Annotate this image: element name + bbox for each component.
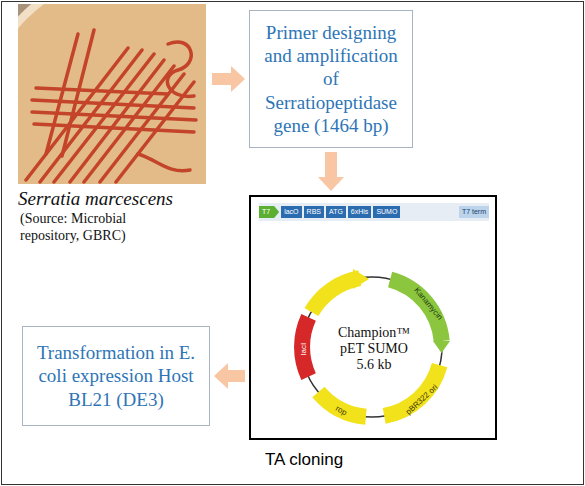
arc-head [433, 341, 450, 353]
species-name: Serratia marcescens [18, 188, 173, 211]
plasmid-feature-label: rop [334, 405, 348, 417]
vector-map [249, 195, 497, 440]
plate-rim [18, 4, 206, 184]
plasmid-name: Champion™ pET SUMO 5.6 kb [334, 325, 414, 373]
source-photo-node: Serratia marcescens(Source: Microbial re… [18, 4, 208, 254]
cassette-element: RBS [304, 206, 324, 218]
process-box: Primer designing and amplification of Se… [249, 10, 413, 148]
petri-dish-photo [18, 4, 206, 184]
flow-arrow [212, 66, 245, 92]
agar-surface [18, 4, 206, 184]
process-box: Transformation in E. coli expression Hos… [22, 326, 210, 426]
cassette-element: ATG [326, 206, 346, 218]
source-note: (Source: Microbial repository, GBRC) [18, 211, 152, 245]
flow-arrow [214, 363, 245, 389]
plasmid-feature-label: Kanamycin [412, 286, 444, 321]
feature-arc [384, 365, 439, 416]
feature-arc [318, 392, 366, 417]
cassette-element: SUMO [373, 206, 400, 218]
colony-streaks [26, 30, 196, 182]
cassette-element: T7 term [459, 206, 489, 218]
step-text: Transformation in E. coli expression Hos… [29, 341, 203, 411]
cassette-element: T7 [259, 206, 279, 218]
step-text: Primer designing and amplification of Se… [256, 21, 406, 137]
vector-box: TA cloningT7lacORBSATG6xHisSUMOT7 termCh… [249, 195, 497, 440]
expression-cassette-bar: T7lacORBSATG6xHisSUMO T7 term [259, 203, 489, 221]
step-caption: TA cloning [265, 450, 343, 470]
plasmid-feature-label: lacI [300, 343, 308, 355]
plasmid-feature-label: pBR322 ori [404, 384, 439, 417]
arc-head [353, 269, 369, 289]
flow-arrow [318, 152, 344, 191]
feature-arc [311, 278, 359, 312]
cassette-element: 6xHis [348, 206, 372, 218]
cassette-element: lacO [281, 206, 301, 218]
